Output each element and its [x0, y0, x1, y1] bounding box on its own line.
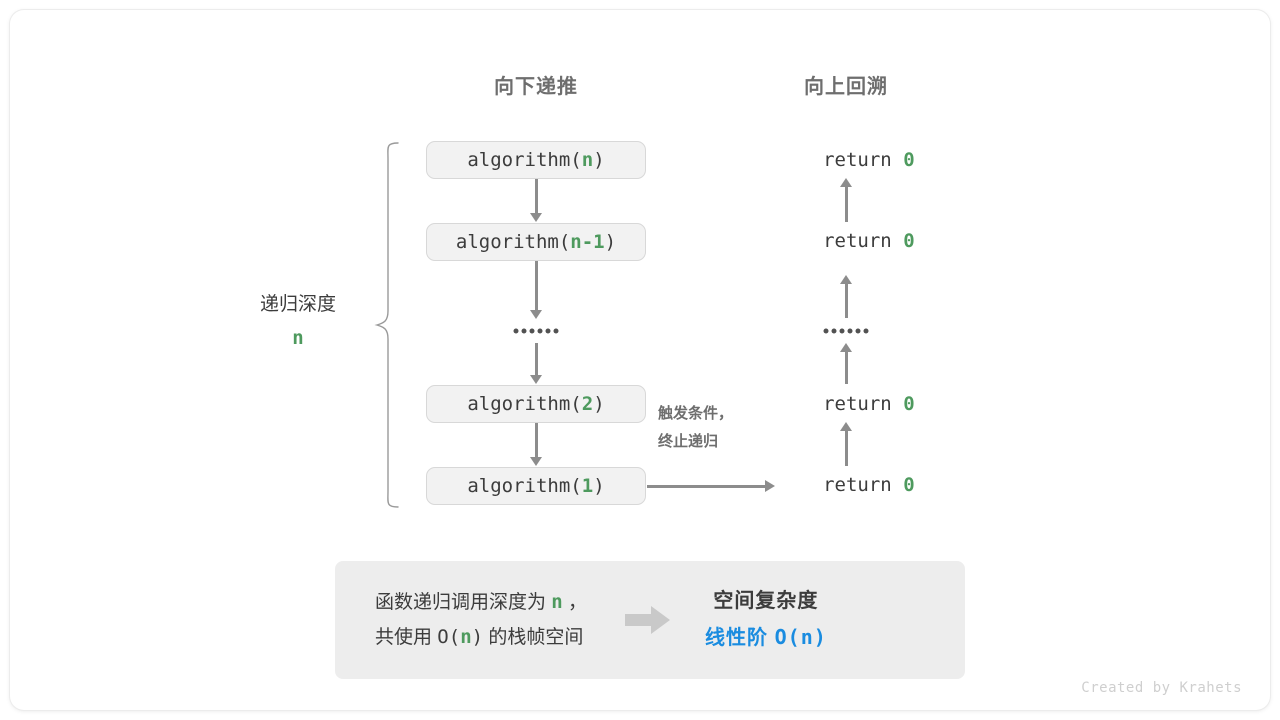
- return-value: 0: [903, 149, 915, 171]
- call-box-arg: 2: [581, 393, 594, 415]
- call-box-1: algorithm(1): [426, 467, 646, 505]
- call-box-arg: 1: [581, 475, 594, 497]
- summary-line-1: 函数递归调用深度为 n ，: [375, 585, 587, 620]
- call-box-arg: n: [581, 149, 594, 171]
- down-arrow-head-1: [530, 213, 542, 222]
- summary-line2-variable: n: [460, 626, 472, 648]
- summary-result-bigo: O(n): [774, 625, 827, 649]
- summary-line1-variable: n: [551, 591, 563, 613]
- summary-panel: 函数递归调用深度为 n ， 共使用 O(n) 的栈帧空间 空间复杂度 线性阶 O…: [335, 561, 965, 679]
- call-box-n: algorithm(n): [426, 141, 646, 179]
- summary-result-value: 线性阶 O(n): [705, 623, 827, 653]
- trigger-condition-line1: 触发条件，: [658, 405, 734, 422]
- down-arrow-shaft-2: [534, 261, 538, 316]
- up-arrow-head-4: [840, 422, 852, 431]
- up-arrow-head-2: [840, 275, 852, 284]
- call-box-prefix: algorithm(: [467, 393, 582, 415]
- up-arrow-head-1: [840, 178, 852, 187]
- up-arrow-shaft-2: [844, 284, 848, 318]
- trigger-arrow-shaft: [647, 484, 765, 488]
- return-keyword: return: [823, 474, 904, 496]
- call-box-arg: n-1: [570, 231, 605, 253]
- summary-line1-text-a: 函数递归调用深度为: [375, 592, 547, 613]
- down-arrow-shaft-1: [534, 179, 538, 214]
- down-arrow-shaft-4: [534, 423, 538, 458]
- return-keyword: return: [823, 149, 904, 171]
- column-header-return-up: 向上回溯: [804, 76, 888, 98]
- return-keyword: return: [823, 230, 904, 252]
- down-arrow-head-3: [530, 375, 542, 384]
- call-stack-ellipsis: [513, 328, 559, 334]
- footer-credit: Created by Krahets: [1081, 680, 1242, 696]
- return-label-1: return 0: [777, 127, 915, 193]
- right-block-arrow-icon: [625, 606, 671, 634]
- down-arrow-head-4: [530, 457, 542, 466]
- call-box-suffix: ): [593, 475, 605, 497]
- return-value: 0: [903, 230, 915, 252]
- call-box-suffix: ): [604, 231, 617, 253]
- up-arrow-shaft-3: [844, 352, 848, 384]
- recursion-depth-text: 递归深度: [259, 294, 337, 315]
- call-box-prefix: algorithm(: [467, 475, 582, 497]
- call-box-prefix: algorithm(: [467, 149, 582, 171]
- trigger-condition-line2: 终止递归: [658, 433, 719, 450]
- recursion-depth-label: 递归深度 n: [260, 291, 336, 352]
- summary-line2-bigo-open: O(: [437, 626, 461, 648]
- return-stack-ellipsis: [823, 328, 869, 334]
- summary-result-order: 线性阶: [705, 627, 769, 649]
- call-box-n-minus-1: algorithm(n-1): [426, 223, 646, 261]
- return-keyword: return: [823, 393, 904, 415]
- return-label-2: return 0: [777, 208, 915, 274]
- recursion-depth-value: n: [292, 326, 304, 349]
- up-arrow-shaft-4: [844, 431, 848, 466]
- call-box-suffix: ): [593, 149, 605, 171]
- summary-line2-text-a: 共使用: [375, 627, 433, 648]
- summary-result: 空间复杂度 线性阶 O(n): [705, 587, 827, 653]
- call-box-prefix: algorithm(: [455, 231, 571, 253]
- return-label-3: return 0: [777, 371, 915, 437]
- up-arrow-shaft-1: [844, 187, 848, 222]
- call-box-2: algorithm(2): [426, 385, 646, 423]
- return-label-4: return 0: [777, 452, 915, 518]
- summary-result-title: 空间复杂度: [713, 590, 819, 612]
- call-box-suffix: ): [593, 393, 605, 415]
- summary-line-2: 共使用 O(n) 的栈帧空间: [375, 620, 587, 655]
- column-header-recurse-down: 向下递推: [494, 76, 578, 98]
- up-arrow-head-3: [840, 343, 852, 352]
- return-value: 0: [903, 474, 915, 496]
- trigger-condition-text: 触发条件， 终止递归: [658, 400, 733, 456]
- down-arrow-head-2: [530, 310, 542, 319]
- down-arrow-shaft-3: [534, 343, 538, 375]
- summary-line2-text-b: 的栈帧空间: [488, 627, 584, 648]
- summary-line2-bigo-close: ): [471, 626, 484, 648]
- diagram-canvas: 向下递推 向上回溯 递归深度 n algorithm(n) algorithm(…: [10, 10, 1270, 710]
- depth-brace-icon: [374, 142, 399, 508]
- summary-description: 函数递归调用深度为 n ， 共使用 O(n) 的栈帧空间: [375, 585, 587, 655]
- summary-line1-text-b: ，: [568, 592, 588, 613]
- return-value: 0: [903, 393, 915, 415]
- trigger-arrow-head: [765, 480, 775, 492]
